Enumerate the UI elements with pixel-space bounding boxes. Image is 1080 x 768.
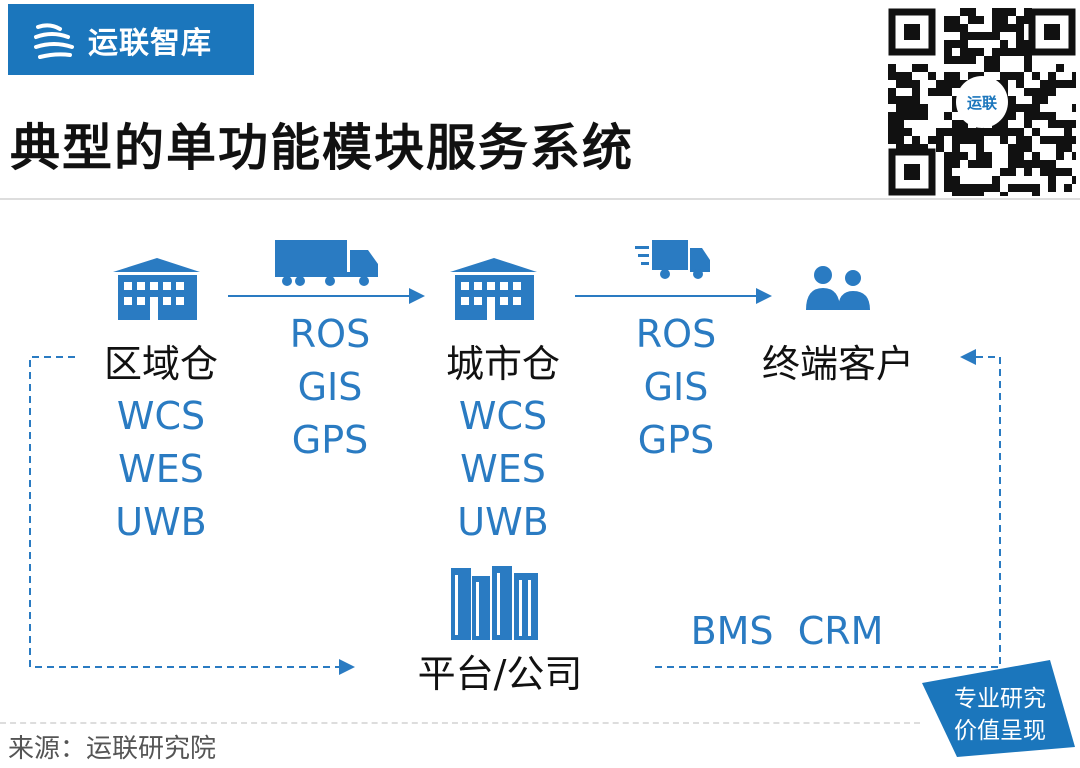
system-label: WCS [116,394,206,438]
qr-center-label: 运联 [967,94,998,112]
header-divider [0,198,1080,200]
regional-systems: WCS WES UWB [115,390,206,549]
office-building-icon [451,566,538,640]
warehouse-icon [450,258,537,320]
system-label: WES [118,447,204,491]
globe-logo-icon [34,22,74,59]
source-note: 来源：运联研究院 [8,734,217,764]
badge-shape [922,660,1075,757]
badge-line: 专业研究 [954,686,1046,712]
platform-systems: BMS CRM [690,609,884,653]
system-label: UWB [457,500,549,544]
brand-logo: 运联智库 [8,4,254,75]
system-label: GIS [643,365,709,409]
badge-text: 专业研究 价值呈现 [935,683,1065,747]
system-label: ROS [289,312,371,356]
warehouse-icon [113,258,200,320]
node-end-customer: 终端客户 [761,342,915,386]
delivery-van-icon [635,240,710,279]
link-systems-1: ROS GIS GPS [290,308,370,467]
dashed-link-right [655,349,1001,668]
node-platform: 平台/公司 [417,652,583,696]
node-city-warehouse: 城市仓 [445,342,561,386]
system-label: UWB [115,500,207,544]
brand-name: 运联智库 [88,25,212,61]
link-systems-2: ROS GIS GPS [636,308,716,467]
system-label: GPS [291,418,369,462]
page-title: 典型的单功能模块服务系统 [10,119,634,177]
system-label: WES [460,447,546,491]
system-label: WCS [458,394,548,438]
footer-divider [0,722,920,724]
city-systems: WCS WES UWB [457,390,548,549]
qr-code: 运联 [888,8,1076,196]
node-regional-warehouse: 区域仓 [103,342,219,386]
badge-line: 价值呈现 [954,718,1046,744]
dashed-link-left [29,356,355,675]
truck-icon [275,240,378,286]
system-label: GPS [637,418,715,462]
customers-icon [806,266,870,310]
system-label: ROS [635,312,717,356]
system-label: GIS [297,365,363,409]
